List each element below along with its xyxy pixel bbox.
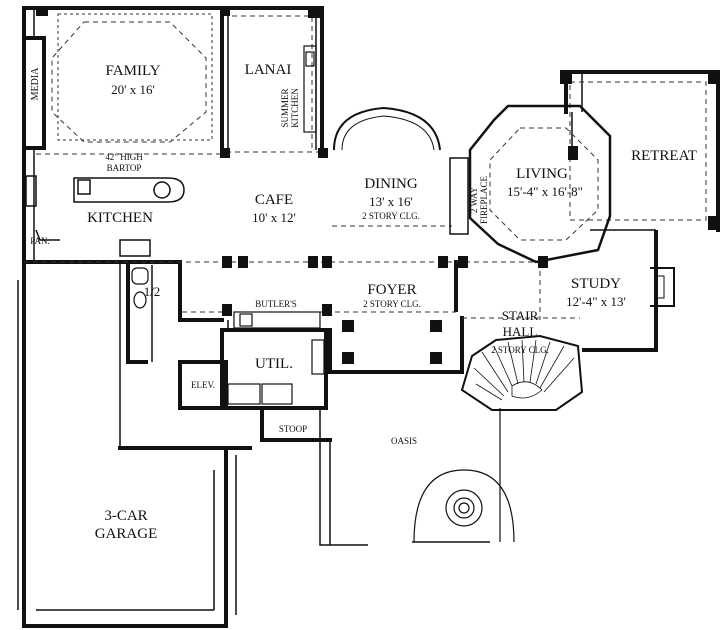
half-bath-fixtures xyxy=(131,267,149,309)
dining-name: DINING xyxy=(364,176,417,192)
bartop-line2: BARTOP xyxy=(107,163,142,173)
two-way-fireplace xyxy=(449,157,469,235)
family-name: FAMILY xyxy=(106,63,161,79)
living-dims: 15'-4" x 16'-8" xyxy=(507,184,583,199)
foyer-name: FOYER xyxy=(367,282,416,298)
study-fireplace xyxy=(650,267,675,307)
family-dims: 20' x 16' xyxy=(111,82,155,97)
kitchen-island xyxy=(25,175,185,257)
retreat-name: RETREAT xyxy=(631,148,697,164)
kitchen-name: KITCHEN xyxy=(87,210,153,226)
foyer-note: 2 STORY CLG. xyxy=(363,299,421,309)
dining-bay xyxy=(333,106,441,151)
dining-note: 2 STORY CLG. xyxy=(362,211,420,221)
elev-name: ELEV. xyxy=(191,380,215,390)
butlers-name: BUTLER'S xyxy=(255,299,297,309)
summer-kitchen-line1: SUMMER xyxy=(280,88,290,127)
butlers-counter xyxy=(233,311,321,329)
stair-hall-note: 2 STORY CLG. xyxy=(491,345,549,355)
stair-hall-line2: HALL xyxy=(503,324,538,339)
summer-kitchen-line2: KITCHEN xyxy=(290,88,300,128)
columns xyxy=(36,6,720,364)
media-label: MEDIA xyxy=(30,67,41,101)
garage-line1: 3-CAR xyxy=(104,508,147,524)
walls xyxy=(22,6,720,628)
garage-line2: GARAGE xyxy=(95,526,158,542)
lanai-name: LANAI xyxy=(245,62,292,78)
bartop-line1: 42" HIGH xyxy=(105,152,143,162)
stoop-name: STOOP xyxy=(279,424,307,434)
util-name: UTIL. xyxy=(255,356,293,372)
stair-hall-line1: STAIR xyxy=(502,308,539,323)
fireplace-line1: 2 WAY xyxy=(469,186,479,213)
study-name: STUDY xyxy=(571,276,621,292)
living-name: LIVING xyxy=(516,166,568,182)
living-octagon xyxy=(468,104,612,264)
study-dims: 12'-4" x 13' xyxy=(566,294,626,309)
oasis-fountain xyxy=(413,408,515,543)
stair-hall xyxy=(460,334,584,411)
half-bath-name: 1/2 xyxy=(144,284,161,299)
pantry-name: PAN. xyxy=(30,236,49,246)
cafe-name: CAFE xyxy=(255,192,293,208)
dining-dims: 13' x 16' xyxy=(369,194,413,209)
cafe-dims: 10' x 12' xyxy=(252,210,296,225)
summer-kitchen-counter xyxy=(303,45,317,133)
fireplace-line2: FIREPLACE xyxy=(479,175,489,224)
room-labels: FAMILY 20' x 16' MEDIA LANAI SUMMER KITC… xyxy=(30,62,697,542)
util-appliances xyxy=(227,339,325,405)
oasis-name: OASIS xyxy=(391,436,417,446)
